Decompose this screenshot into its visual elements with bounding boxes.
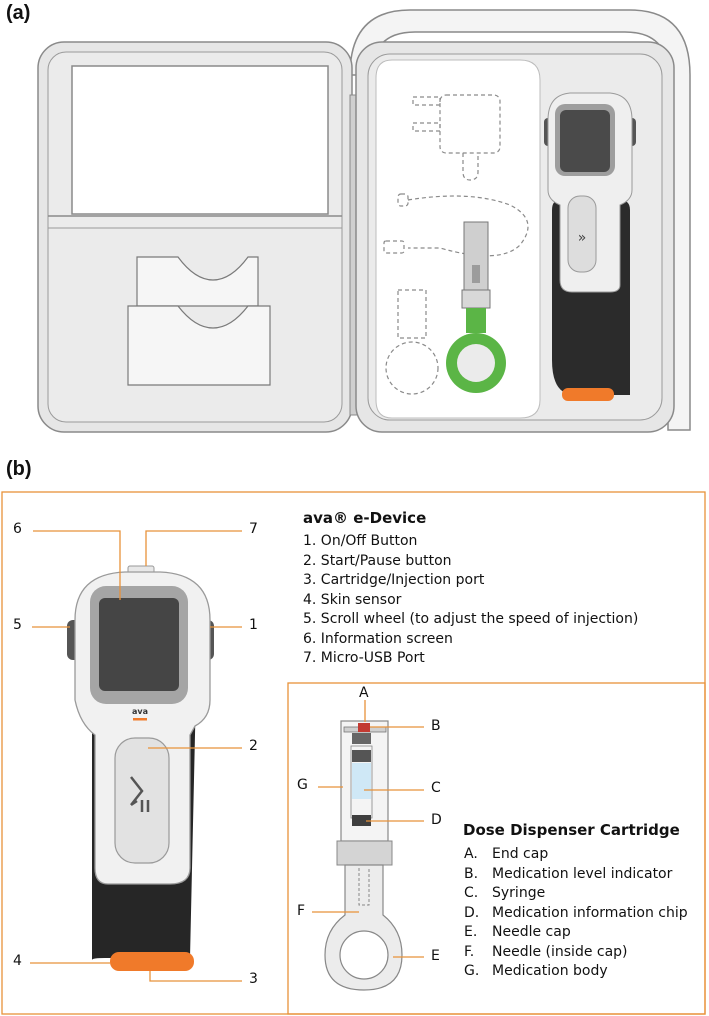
callout-2: 2 [249, 738, 258, 754]
cartridge-part-item: D.Medication information chip [464, 904, 688, 921]
card-slot-upper [136, 256, 259, 307]
svg-text:»: » [578, 230, 587, 246]
cartridge-part-item: F.Needle (inside cap) [464, 943, 628, 960]
cartridge-slot-outline [385, 289, 439, 395]
callout-1: 1 [249, 617, 258, 633]
cartridge-part-item: E.Needle cap [464, 924, 571, 940]
cartridge-part-item: C.Syringe [464, 885, 546, 901]
device-part-item: 5. Scroll wheel (to adjust the speed of … [303, 611, 639, 627]
callout-4: 4 [13, 953, 22, 969]
callout-a: A [359, 685, 369, 701]
device-part-item: 7. Micro-USB Port [303, 650, 425, 666]
cartridge-green [446, 221, 506, 393]
callout-7: 7 [249, 521, 258, 537]
device-part-item: 6. Information screen [303, 630, 453, 647]
callout-g: G [297, 777, 308, 793]
usb-cable-outline [383, 193, 529, 257]
cartridge-parts-list: A.End cap B.Medication level indicator C… [464, 845, 688, 982]
cartridge-callout-lines [312, 700, 424, 958]
panel-b-label: (b) [6, 458, 32, 480]
skin-sensor [110, 952, 194, 971]
callout-5: 5 [13, 617, 22, 633]
device-part-item: 3. Cartridge/Injection port [303, 572, 485, 588]
charger-outline [412, 94, 501, 181]
callout-3: 3 [249, 971, 258, 987]
device-logo: ava [132, 707, 148, 716]
callout-d: D [431, 812, 442, 828]
device-parts-list: 1. On/Off Button 2. Start/Pause button 3… [303, 532, 638, 669]
device-part-item: 4. Skin sensor [303, 591, 402, 608]
cartridge-part-item: A.End cap [464, 846, 549, 862]
cartridge-part-item: B.Medication level indicator [464, 865, 673, 882]
device-title: ava® e-Device [303, 509, 427, 527]
device-large-illustration: ava [67, 565, 214, 971]
device-part-item: 1. On/Off Button [303, 533, 418, 549]
card-slot-lower [127, 305, 271, 386]
case-handle [349, 9, 691, 431]
case-mesh-pocket [71, 65, 329, 215]
device-in-case: » [544, 92, 636, 401]
device-part-item: 2. Start/Pause button [303, 552, 452, 569]
callout-c: C [431, 780, 441, 796]
callout-b: B [431, 718, 441, 734]
cartridge-illustration [324, 720, 403, 991]
cartridge-title: Dose Dispenser Cartridge [463, 821, 680, 839]
callout-6: 6 [13, 521, 22, 537]
device-callout-lines [30, 530, 242, 982]
callout-f: F [297, 903, 306, 919]
cartridge-part-item: G.Medication body [464, 963, 608, 979]
panel-a-label: (a) [6, 2, 31, 24]
callout-e: E [431, 948, 440, 964]
start-pause-icon [130, 776, 150, 812]
